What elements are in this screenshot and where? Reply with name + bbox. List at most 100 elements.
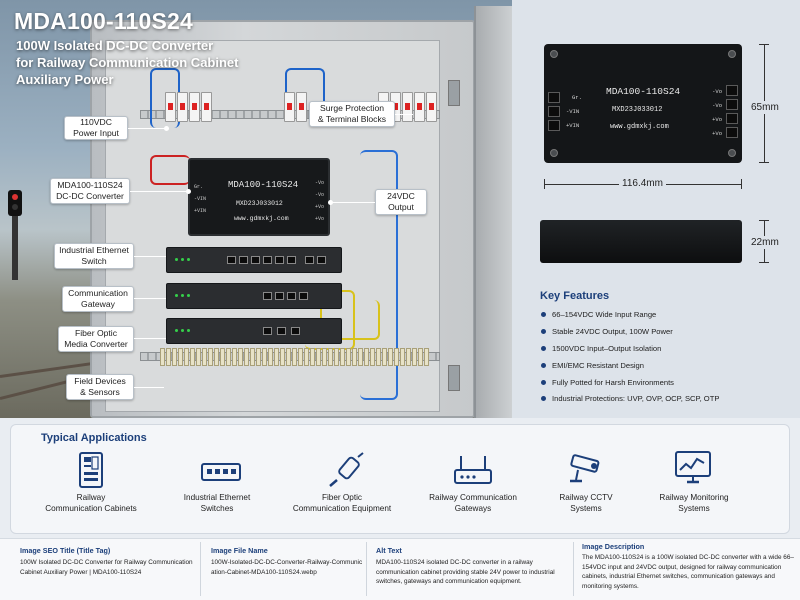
feature-item: Stable 24VDC Output, 100W Power (552, 327, 673, 336)
ethernet-port (275, 292, 284, 300)
breaker (177, 92, 188, 122)
leader-line (134, 298, 166, 299)
ethernet-port (263, 292, 272, 300)
callout-line: Surge Protection (319, 103, 384, 113)
ethernet-port (291, 327, 300, 335)
ethernet-port (299, 292, 308, 300)
breaker (165, 92, 176, 122)
breaker (402, 92, 413, 122)
ethernet-port (239, 256, 248, 264)
breaker (296, 92, 307, 122)
leader-dot (328, 200, 333, 205)
application-label: Railway Communication Gateways (403, 492, 543, 514)
mount-hole (728, 50, 736, 58)
callout-line: Communication (68, 288, 128, 298)
communication-gateway (166, 283, 342, 309)
fiber-media-converter (166, 318, 342, 344)
mount-hole (550, 50, 558, 58)
ethernet-port (263, 327, 272, 335)
leader-line (134, 256, 166, 257)
leader-line (128, 128, 166, 129)
feature-item: 1500VDC Input–Output Isolation (552, 344, 662, 353)
leader-dot (164, 126, 169, 131)
ethernet-switch (166, 247, 342, 273)
fiber-icon (329, 452, 364, 487)
callout-line: Power Input (73, 128, 119, 138)
product-serial-text: MXD23J033012 (612, 106, 663, 114)
terminal-block (244, 348, 249, 366)
leader-dot (186, 189, 191, 194)
terminal (548, 92, 560, 103)
hinge (448, 80, 460, 106)
dimension-tick (741, 179, 742, 189)
file-name-text: 100W-Isolated-DC-DC-Converter-Railway-Co… (211, 559, 363, 576)
label-line: Systems (570, 504, 602, 513)
breaker (201, 92, 212, 122)
pin-label: +VIN (194, 208, 207, 214)
dimension-tick (759, 220, 769, 221)
terminal-block (178, 348, 183, 366)
callout-line: 24VDC (387, 191, 415, 201)
ethernet-port (263, 256, 272, 264)
terminal-block (184, 348, 189, 366)
terminal-block (208, 348, 213, 366)
pin-label: +Vo (314, 216, 324, 222)
leader-line (330, 202, 375, 203)
application-label: Fiber Optic Communication Equipment (272, 492, 412, 514)
ethernet-port (275, 256, 284, 264)
converter-module: MDA100-110S24 MXD23J033012 www.gdmxkj.co… (188, 158, 330, 236)
ethernet-port (305, 256, 314, 264)
terminal-block (262, 348, 267, 366)
pin-label: +Vo (712, 130, 722, 137)
applications-panel (10, 424, 790, 534)
status-led (187, 294, 190, 297)
file-name-heading: Image File Name (211, 546, 268, 555)
callout-line: Gateway (81, 299, 115, 309)
wire (150, 155, 190, 185)
status-led (181, 329, 184, 332)
ethernet-port (227, 256, 236, 264)
terminal-block (202, 348, 207, 366)
product-side-view (540, 220, 742, 263)
application-label: Industrial Ethernet Switches (147, 492, 287, 514)
ethernet-port (317, 256, 326, 264)
bullet-icon (541, 363, 546, 368)
callout-line: Switch (81, 256, 107, 266)
application-label: Railway Monitoring Systems (624, 492, 764, 514)
leader-line (395, 114, 413, 115)
product-web-text: www.gdmxkj.com (610, 123, 669, 131)
status-led (175, 258, 178, 261)
breaker (284, 92, 295, 122)
bullet-icon (541, 380, 546, 385)
callout-surge-protection: Surge Protection& Terminal Blocks (309, 101, 395, 127)
terminal-block (388, 348, 393, 366)
label-line: Communication Cabinets (45, 504, 137, 513)
terminal-block (226, 348, 231, 366)
label-line: Railway (76, 493, 106, 502)
label-line: Systems (678, 504, 710, 513)
terminal-block (340, 348, 345, 366)
callout-line: Media Converter (64, 339, 128, 349)
terminal-block (274, 348, 279, 366)
ethernet-port (251, 256, 260, 264)
router-icon (454, 456, 492, 484)
terminal-block (316, 348, 321, 366)
pin-label: -Vo (314, 180, 324, 186)
status-led (181, 258, 184, 261)
ethernet-port (277, 327, 286, 335)
dimension-tick (759, 262, 769, 263)
dimension-width: 116.4mm (619, 178, 666, 189)
feature-item: EMI/EMC Resistant Design (552, 361, 644, 370)
terminal (548, 120, 560, 131)
terminal-block (424, 348, 429, 366)
ethernet-port (287, 256, 296, 264)
terminal-block (298, 348, 303, 366)
terminal-block (250, 348, 255, 366)
pin-label: +Vo (712, 116, 722, 123)
feature-item: Industrial Protections: UVP, OVP, OCP, S… (552, 394, 720, 403)
terminal-block (166, 348, 171, 366)
